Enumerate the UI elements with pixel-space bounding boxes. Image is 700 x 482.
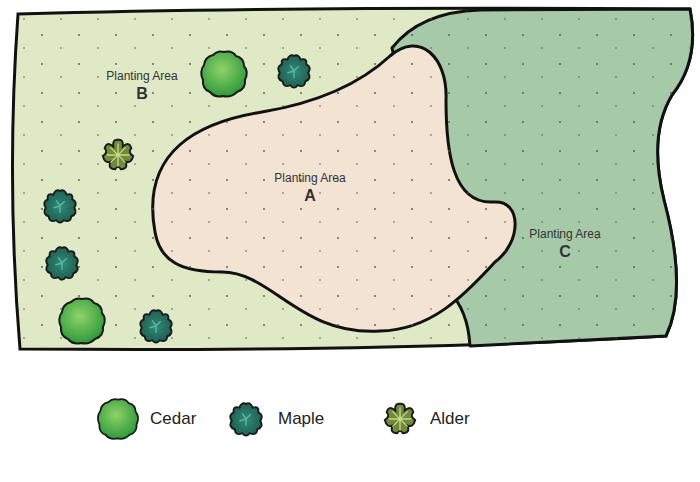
cedar-tree	[201, 51, 247, 96]
maple-tree	[44, 190, 76, 222]
area-name: Planting Area	[106, 69, 177, 84]
area-a-label: Planting AreaA	[270, 169, 349, 207]
legend-maple-symbol	[230, 403, 262, 435]
maple-tree	[46, 247, 78, 279]
area-letter: C	[529, 242, 600, 261]
area-c-label: Planting AreaC	[525, 225, 604, 263]
area-b-shape	[12, 8, 692, 349]
legend-text: Alder	[430, 409, 470, 429]
cedar-tree	[59, 298, 105, 343]
area-letter: B	[106, 84, 177, 103]
area-b-label: Planting AreaB	[102, 67, 181, 105]
area-name: Planting Area	[529, 227, 600, 242]
area-letter: A	[274, 186, 345, 205]
alder-tree	[103, 140, 133, 170]
area-name: Planting Area	[274, 171, 345, 186]
maple-tree	[140, 310, 172, 342]
legend-text: Cedar	[150, 409, 196, 429]
maple-tree	[278, 55, 310, 87]
legend-text: Maple	[278, 409, 324, 429]
legend-alder-symbol	[385, 404, 415, 434]
legend-cedar-symbol	[98, 399, 138, 439]
speckle-texture	[12, 8, 692, 349]
